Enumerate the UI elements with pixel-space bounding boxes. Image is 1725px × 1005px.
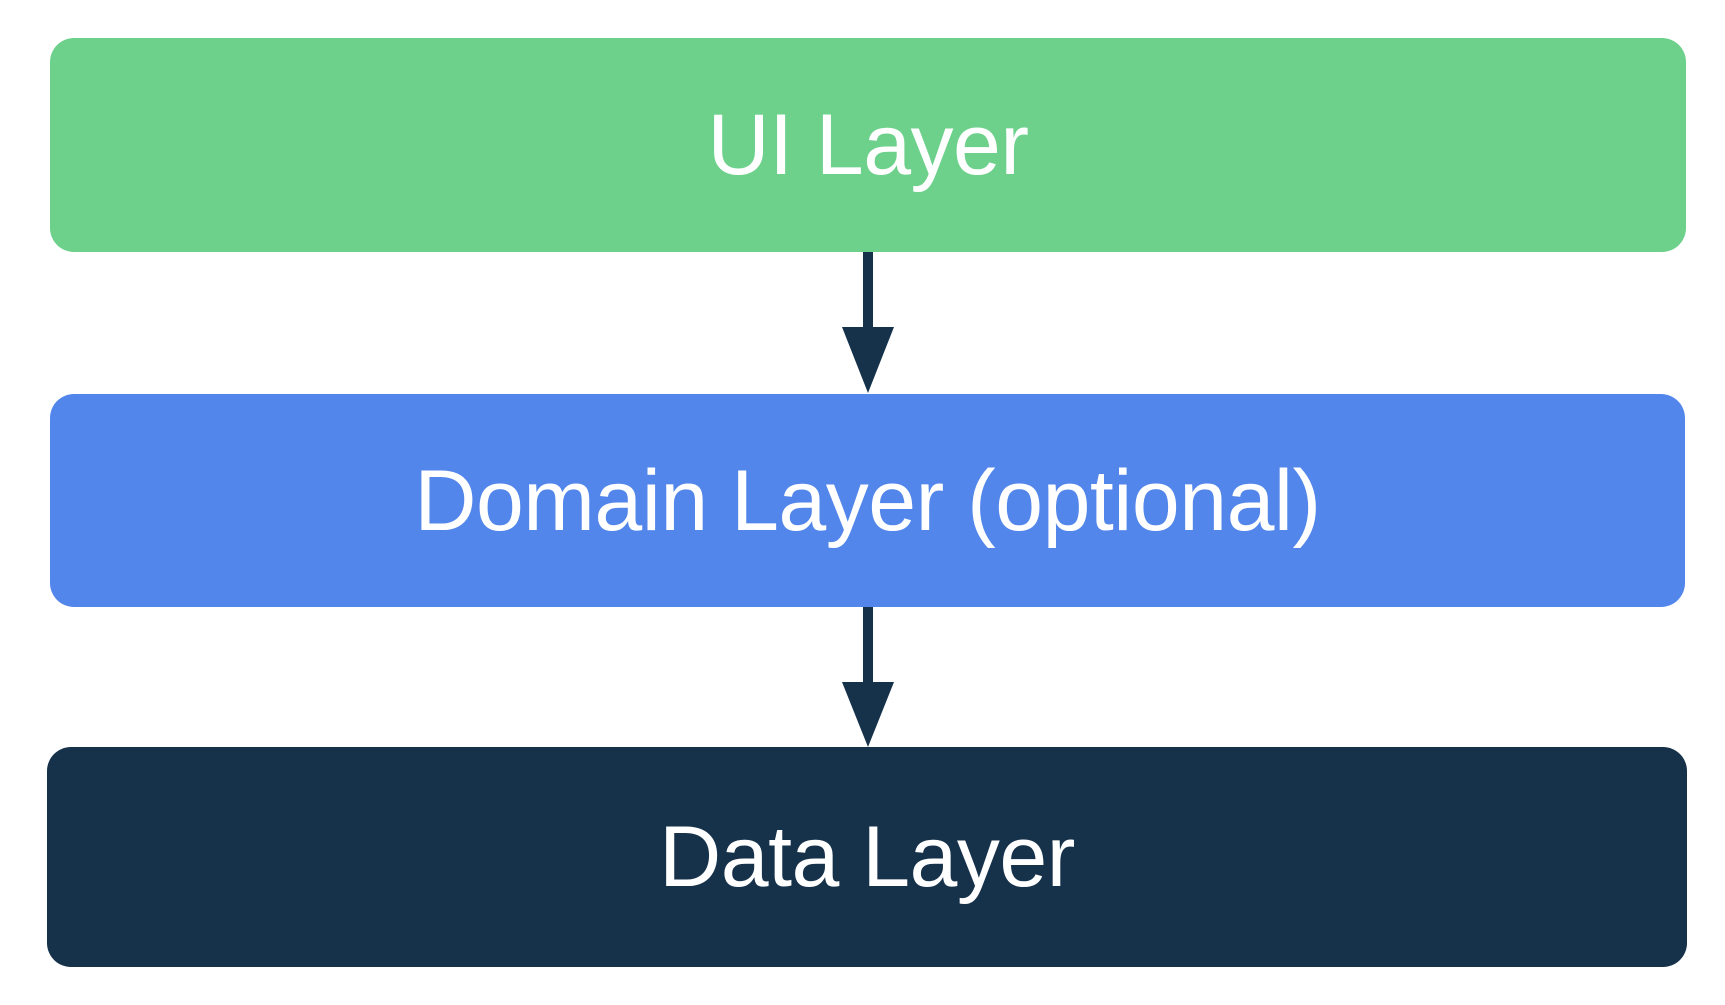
layer-box-ui-layer[interactable]: UI Layer	[50, 38, 1686, 252]
layer-box-domain-layer[interactable]: Domain Layer (optional)	[50, 394, 1685, 607]
arrow-down-icon-ui-to-domain	[842, 252, 894, 395]
arrow-down-icon-domain-to-data	[842, 607, 894, 748]
layer-box-data-layer[interactable]: Data Layer	[47, 747, 1687, 967]
layer-label-domain-layer: Domain Layer (optional)	[414, 452, 1321, 549]
layer-label-ui-layer: UI Layer	[707, 97, 1029, 193]
layer-label-data-layer: Data Layer	[659, 809, 1075, 905]
